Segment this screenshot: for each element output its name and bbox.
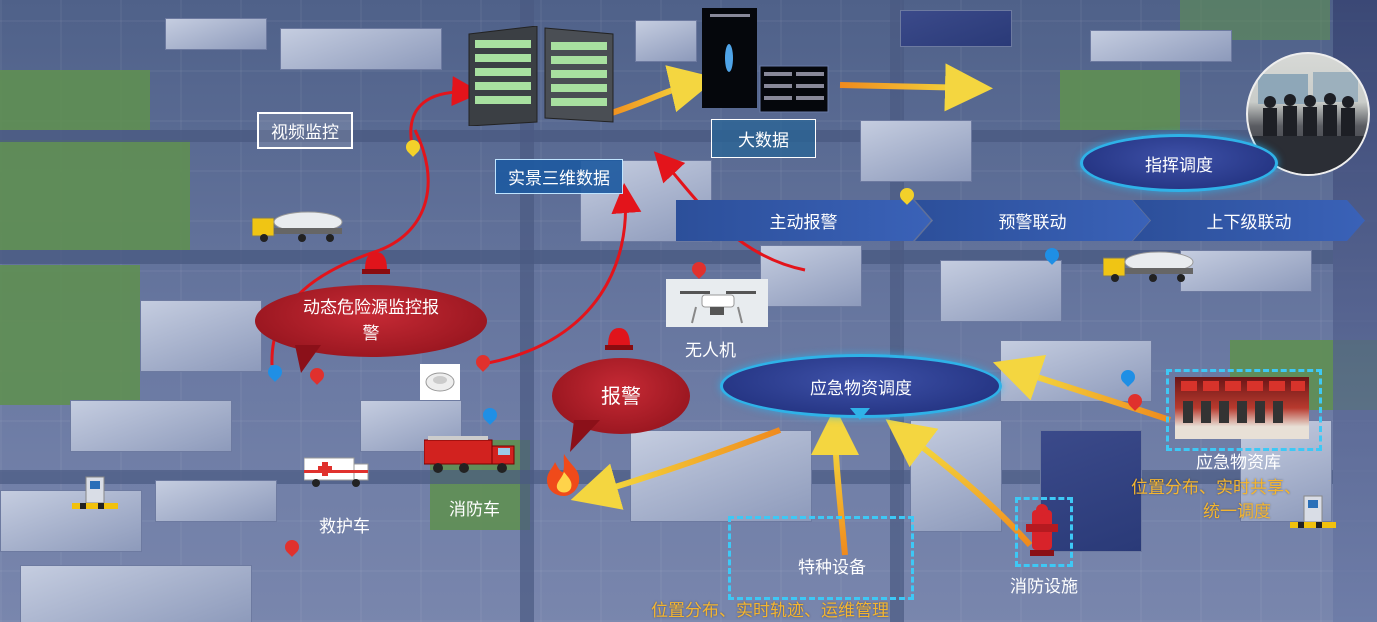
arrow-bigdata-out <box>839 63 993 112</box>
arrow-hydrant-to-dispatch <box>885 419 1033 547</box>
building <box>20 565 252 622</box>
big-data-screen-icon <box>702 8 829 113</box>
gate-barrier-icon <box>72 476 118 509</box>
arrow-dispatch-to-fire <box>570 427 782 510</box>
command-dispatch-ellipse[interactable]: 指挥调度 <box>1080 134 1278 192</box>
dynamic-hazard-bubble[interactable]: 动态危险源监控报警 <box>255 285 487 357</box>
arrow-detector-to-3d <box>487 183 642 365</box>
building <box>165 18 267 50</box>
bubble-tail <box>570 420 600 452</box>
gate-barrier-icon <box>1290 495 1336 528</box>
building <box>940 260 1062 322</box>
server-cabinet-icon <box>468 26 614 126</box>
dispatch-pointer <box>850 408 870 420</box>
fire-facility-box[interactable] <box>1015 497 1073 567</box>
arrow-special-equip-to-dispatch <box>811 407 860 556</box>
big-data-label[interactable]: 大数据 <box>711 119 816 158</box>
grass-area <box>0 265 140 405</box>
fire-flame-icon <box>547 454 580 496</box>
building <box>860 120 972 182</box>
fire-truck-label: 消防车 <box>449 500 500 520</box>
building <box>155 480 277 522</box>
level-linkage-band[interactable]: 上下级联动 <box>1133 200 1365 241</box>
oil-tanker-truck-icon <box>252 211 343 242</box>
realscene-3d-label[interactable]: 实景三维数据 <box>495 159 623 194</box>
grass-area <box>1060 70 1180 130</box>
dynamic-hazard-label: 动态危险源监控报警 <box>303 298 439 344</box>
building <box>140 300 262 372</box>
emergency-store-box[interactable] <box>1166 369 1322 451</box>
alarm-light-icon <box>362 252 390 274</box>
oil-tanker-truck-icon <box>1103 251 1194 282</box>
building <box>280 28 442 70</box>
arrow-store-to-dispatch <box>992 354 1171 423</box>
building <box>360 400 462 452</box>
emergency-supply-shelf-icon <box>1175 377 1309 439</box>
active-alarm-band[interactable]: 主动报警 <box>676 200 931 241</box>
arrow-video-to-server <box>409 76 482 146</box>
building <box>630 430 812 522</box>
drone-icon <box>666 279 768 327</box>
emergency-store-desc-2: 统一调度 <box>1203 502 1271 522</box>
emergency-store-desc-1: 位置分布、实时共享、 <box>1131 478 1301 498</box>
alarm-light-icon <box>605 328 633 350</box>
grass-area <box>0 70 150 130</box>
bubble-tail <box>295 345 321 373</box>
ambulance-icon <box>304 457 369 487</box>
special-equipment-label: 特种设备 <box>798 558 866 578</box>
building <box>760 245 862 307</box>
special-equipment-desc: 位置分布、实时轨迹、运维管理 <box>651 601 889 621</box>
building <box>70 400 232 452</box>
special-equipment-box[interactable] <box>728 516 914 600</box>
grass-area <box>0 140 190 250</box>
road <box>0 130 1333 142</box>
building <box>1180 250 1312 292</box>
arrow-server-to-bigdata <box>604 65 718 118</box>
road <box>520 0 534 622</box>
drone-label: 无人机 <box>685 341 736 361</box>
smoke-detector-icon <box>420 364 460 400</box>
warning-linkage-band[interactable]: 预警联动 <box>915 200 1150 241</box>
building <box>635 20 697 62</box>
ambulance-label: 救护车 <box>319 517 370 537</box>
fire-facility-label: 消防设施 <box>1010 577 1078 597</box>
video-monitoring-label[interactable]: 视频监控 <box>257 112 353 149</box>
emergency-store-label: 应急物资库 <box>1196 453 1281 473</box>
building <box>900 10 1012 47</box>
fire-hydrant-icon <box>1026 504 1058 556</box>
building <box>1090 30 1232 62</box>
fire-truck-icon <box>424 436 515 473</box>
building <box>0 490 142 552</box>
